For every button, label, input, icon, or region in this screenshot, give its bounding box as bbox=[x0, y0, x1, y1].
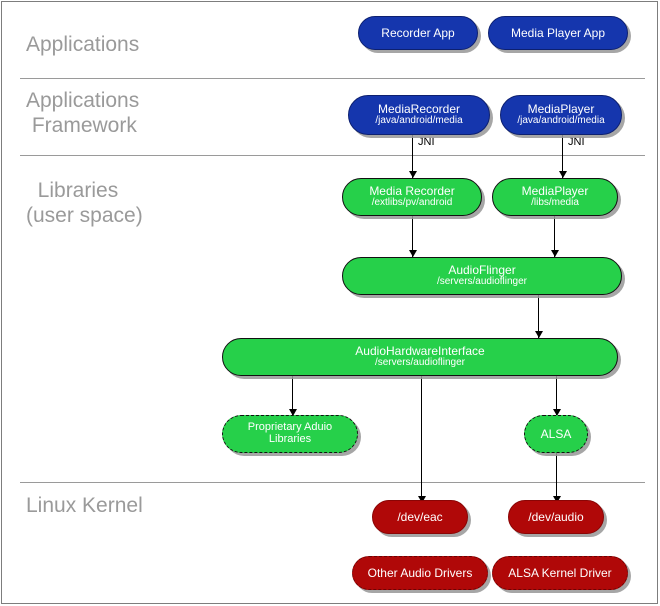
node-audiohardwareinterface-path: /servers/audioflinger bbox=[374, 357, 466, 369]
node-alsa-kernel-driver[interactable]: ALSA Kernel Driver bbox=[492, 556, 628, 590]
node-media-recorder-lib-path: /extlibs/pv/android bbox=[371, 197, 453, 209]
node-media-recorder-framework-title: MediaRecorder bbox=[377, 102, 461, 117]
layer-label-linux-kernel: Linux Kernel bbox=[26, 494, 143, 517]
node-dev-eac-title: /dev/eac bbox=[397, 509, 443, 524]
node-media-player-framework-title: MediaPlayer bbox=[527, 102, 595, 117]
node-alsa[interactable]: ALSA bbox=[524, 415, 588, 453]
node-media-player-lib-path: /libs/media bbox=[531, 197, 579, 209]
edge-mediaplayerlib-to-audioflinger-arrow bbox=[551, 250, 559, 257]
node-media-recorder-framework[interactable]: MediaRecorder /java/android/media bbox=[348, 95, 490, 135]
edge-ahi-to-alsa bbox=[556, 376, 557, 415]
edge-mediarecorderlib-to-audioflinger-arrow bbox=[409, 250, 417, 257]
edge-ahi-to-dev-eac bbox=[421, 376, 422, 503]
node-dev-audio[interactable]: /dev/audio bbox=[508, 500, 604, 534]
node-audioflinger[interactable]: AudioFlinger /servers/audioflinger bbox=[342, 257, 622, 295]
node-proprietary-audio-libraries-line2: Libraries bbox=[268, 433, 312, 445]
node-media-player-app[interactable]: Media Player App bbox=[488, 16, 628, 50]
edge-audioflinger-to-ahi bbox=[538, 295, 539, 338]
node-other-audio-drivers-title: Other Audio Drivers bbox=[367, 565, 473, 580]
node-audiohardwareinterface[interactable]: AudioHardwareInterface /servers/audiofli… bbox=[222, 338, 618, 376]
edge-mediarecorder-jni-arrow bbox=[409, 171, 417, 178]
edge-audioflinger-to-ahi-arrow bbox=[535, 331, 543, 338]
edge-ahi-to-proprietary-arrow bbox=[289, 409, 297, 416]
edge-mediarecorderlib-to-audioflinger bbox=[412, 216, 413, 257]
node-media-recorder-lib[interactable]: Media Recorder /extlibs/pv/android bbox=[342, 178, 482, 216]
edge-alsa-to-dev-audio bbox=[556, 453, 557, 503]
node-recorder-app-title: Recorder App bbox=[381, 25, 455, 40]
node-media-player-app-title: Media Player App bbox=[510, 25, 606, 40]
node-media-player-framework-path: /java/android/media bbox=[517, 115, 605, 127]
node-media-player-lib[interactable]: MediaPlayer /libs/media bbox=[492, 178, 618, 216]
node-audiohardwareinterface-title: AudioHardwareInterface bbox=[355, 344, 485, 359]
edge-ahi-to-alsa-arrow bbox=[553, 409, 561, 416]
edge-label-jni-left: JNI bbox=[418, 136, 435, 148]
node-other-audio-drivers[interactable]: Other Audio Drivers bbox=[352, 556, 488, 590]
edge-mediaplayer-jni-arrow bbox=[559, 171, 567, 178]
divider-applications bbox=[20, 78, 645, 79]
edge-mediarecorder-jni bbox=[412, 135, 413, 178]
layer-label-libraries: Libraries (user space) bbox=[26, 179, 143, 227]
divider-kernel bbox=[20, 482, 645, 483]
layer-label-applications-framework: Applications Framework bbox=[26, 89, 140, 137]
node-recorder-app[interactable]: Recorder App bbox=[358, 16, 478, 50]
node-alsa-title: ALSA bbox=[540, 426, 572, 441]
node-audioflinger-path: /servers/audioflinger bbox=[436, 276, 528, 288]
node-media-recorder-framework-path: /java/android/media bbox=[375, 115, 463, 127]
divider-framework bbox=[20, 155, 645, 156]
node-dev-audio-title: /dev/audio bbox=[528, 509, 584, 524]
node-proprietary-audio-libraries-line1: Proprietary Aduio bbox=[247, 421, 333, 434]
node-alsa-kernel-driver-title: ALSA Kernel Driver bbox=[508, 565, 612, 580]
node-media-player-lib-title: MediaPlayer bbox=[521, 184, 589, 199]
node-audioflinger-title: AudioFlinger bbox=[448, 263, 516, 278]
node-proprietary-audio-libraries[interactable]: Proprietary Aduio Libraries bbox=[222, 415, 358, 453]
edge-mediaplayerlib-to-audioflinger bbox=[554, 216, 555, 257]
node-media-player-framework[interactable]: MediaPlayer /java/android/media bbox=[500, 95, 622, 135]
layer-label-applications: Applications bbox=[26, 33, 140, 56]
node-media-recorder-lib-title: Media Recorder bbox=[369, 184, 455, 199]
edge-label-jni-right: JNI bbox=[568, 136, 585, 148]
edge-mediaplayer-jni bbox=[562, 135, 563, 178]
node-dev-eac[interactable]: /dev/eac bbox=[372, 500, 468, 534]
edge-ahi-to-proprietary bbox=[292, 376, 293, 415]
